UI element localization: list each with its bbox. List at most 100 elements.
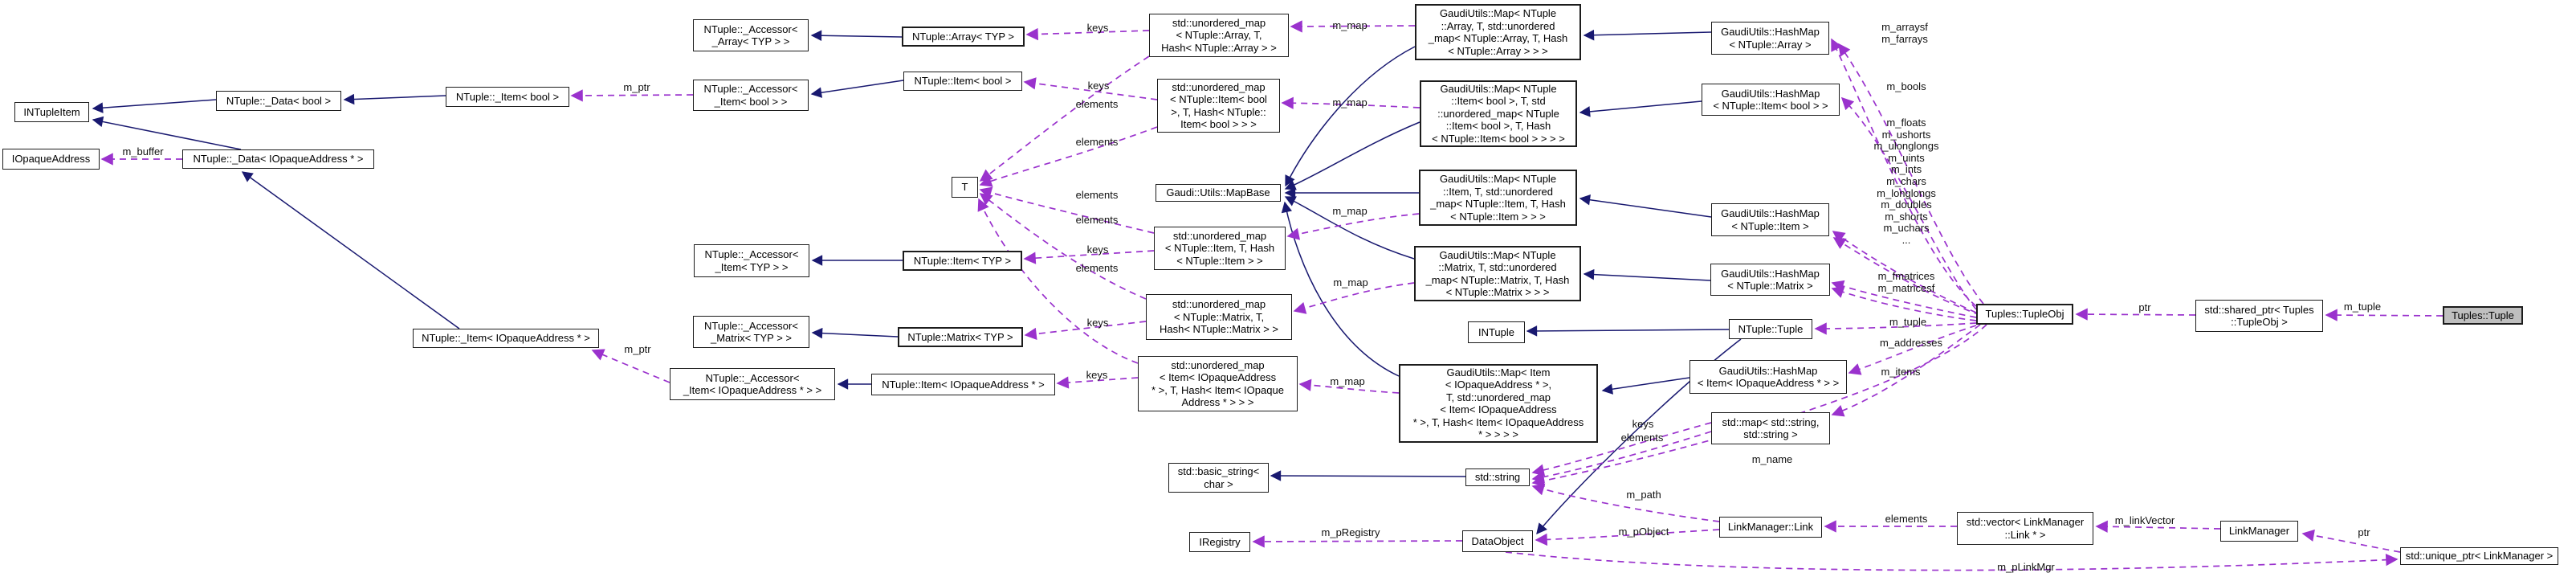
label-m-map-1: m_map [1332,19,1367,32]
edge-inherit-hashmap-array-to-map-array [1583,29,1712,41]
class-node-item-underscore-iopaque[interactable]: NTuple::_Item< IOpaqueAddress * > [413,329,599,348]
label-elements-vector-line: elements [1885,513,1928,525]
class-node-linkmanager-link[interactable]: LinkManager::Link [1719,517,1822,538]
label-m-map-3: m_map [1332,205,1367,218]
label-keys-item-iopaque-line: keys [1086,369,1108,381]
class-node-label: INTupleItem [23,105,80,118]
class-node-label: _Item< IOpaqueAddress * > > [683,384,822,396]
class-node-label: _Item< bool > > [714,95,788,108]
class-node-accessor-item-bool[interactable]: NTuple::_Accessor<_Item< bool > > [693,80,809,111]
class-node-accessor-matrix[interactable]: NTuple::_Accessor<_Matrix< TYP > > [693,316,809,348]
class-node-item-underscore-bool[interactable]: NTuple::_Item< bool > [446,87,569,107]
class-node-label: _Array< TYP > > [711,35,790,47]
label-m-scalar-members-line: m_doubles [1881,198,1932,211]
class-node-label: GaudiUtils::Map< NTuple [1439,173,1557,185]
class-node-label: std::shared_ptr< Tuples [2204,303,2314,316]
class-node-hashmap-matrix[interactable]: GaudiUtils::HashMap< NTuple::Matrix > [1710,264,1830,296]
class-node-tupleobj[interactable]: Tuples::TupleObj [1976,304,2073,325]
label-m-items-line: m_items [1881,366,1921,378]
edge-usage-elements-stdmap [1531,431,1712,484]
label-elements-1-line: elements [1075,98,1119,110]
class-node-ntuple-item-typ[interactable]: NTuple::Item< TYP > [903,251,1022,271]
class-node-um-item-bool: std::unordered_map< NTuple::Item< bool>,… [1157,79,1280,133]
class-node-ntuple-item-bool[interactable]: NTuple::Item< bool > [903,72,1022,91]
class-node-label: < NTuple::Item > > [1176,254,1263,267]
label-m-buffer: m_buffer [122,145,163,158]
edge-inherit-map-item-iopaque-to-mapbase [1281,201,1400,377]
class-node-label: < IOpaqueAddress * >, [1445,378,1552,391]
class-node-label: < Item< IOpaqueAddress * > > [1697,377,1840,389]
class-node-linkmanager[interactable]: LinkManager [2220,521,2298,542]
class-node-unique-ptr-linkmanager: std::unique_ptr< LinkManager > [2400,547,2558,565]
class-node-label: < NTuple::Array > > > [1448,44,1548,57]
label-m-tuple: m_tuple [1889,316,1926,329]
class-node-label: std::unordered_map [1172,229,1267,242]
class-node-accessor-item-iopaque[interactable]: NTuple::_Accessor<_Item< IOpaqueAddress … [670,368,835,400]
class-node-hashmap-item[interactable]: GaudiUtils::HashMap< NTuple::Item > [1711,203,1829,236]
class-node-label: std::unordered_map [1171,358,1265,371]
class-node-label: ::unordered_map< NTuple [1437,107,1559,120]
class-node-label: >, T, Hash< NTuple:: [1171,105,1266,118]
label-m-fmatrices-line: m_fmatrices [1877,270,1935,282]
edge-usage-keys-um-matrix [1024,321,1147,341]
class-node-data-iopaque[interactable]: NTuple::_Data< IOpaqueAddress * > [182,149,374,169]
class-node-ntuple-array-typ[interactable]: NTuple::Array< TYP > [902,27,1025,47]
class-node-label: _Matrix< TYP > > [710,332,793,344]
class-node-hashmap-item-bool[interactable]: GaudiUtils::HashMap< NTuple::Item< bool … [1702,84,1840,116]
class-node-um-array: std::unordered_map< NTuple::Array, T,Has… [1149,14,1289,57]
class-node-dataobject[interactable]: DataObject [1462,530,1533,552]
class-node-hashmap-item-iopaque[interactable]: GaudiUtils::HashMap< Item< IOpaqueAddres… [1689,360,1847,394]
class-node-iregistry[interactable]: IRegistry [1189,532,1250,552]
class-node-label: IRegistry [1199,535,1241,548]
edge-usage-m-scalars-b [1832,237,1981,316]
edge-inherit-data-bool-to-intupleitem [92,99,217,113]
class-node-mapbase[interactable]: Gaudi::Utils::MapBase [1156,184,1281,202]
class-node-label: NTuple::Matrix< TYP > [907,330,1013,343]
class-node-accessor-array[interactable]: NTuple::_Accessor<_Array< TYP > > [693,19,809,51]
class-node-map-item[interactable]: GaudiUtils::Map< NTuple::Item, T, std::u… [1419,170,1577,226]
class-node-label: NTuple::_Item< bool > [455,90,560,103]
class-node-label: T, std::unordered_map [1445,391,1551,403]
class-node-vector-link: std::vector< LinkManager::Link * > [1957,512,2093,545]
class-node-label: NTuple::_Accessor< [703,23,798,35]
class-node-label: std::basic_string< [1177,465,1260,477]
class-node-label: Item< bool > > > [1180,118,1257,130]
class-node-label: GaudiUtils::Map< NTuple [1440,82,1557,95]
edge-inherit-hashmap-item-iopaque-to-map-item-iopaque [1601,377,1690,395]
class-node-intupleitem[interactable]: INTupleItem [14,102,89,122]
class-node-iopaqueaddress[interactable]: IOpaqueAddress [2,149,100,170]
class-node-label: _map< NTuple::Array, T, Hash [1428,32,1568,44]
class-node-map-item-bool[interactable]: GaudiUtils::Map< NTuple::Item< bool >, T… [1420,80,1577,147]
class-node-label: < NTuple::Item< bool [1170,93,1267,105]
label-m-scalar-members-line: m_ints [1890,163,1922,176]
class-node-map-item-iopaque[interactable]: GaudiUtils::Map< Item< IOpaqueAddress * … [1399,364,1598,443]
class-node-ntuple-matrix-typ[interactable]: NTuple::Matrix< TYP > [898,327,1023,347]
class-node-shared-ptr-tupleobj: std::shared_ptr< Tuples::TupleObj > [2195,300,2323,332]
class-node-label: std::string [1474,471,1521,484]
class-node-hashmap-array[interactable]: GaudiUtils::HashMap< NTuple::Array > [1711,22,1829,55]
class-node-label: NTuple::Item< IOpaqueAddress * > [882,378,1045,391]
class-node-label: < NTuple::Item > [1731,219,1809,232]
label-m-pobject-line: m_pObject [1618,526,1669,538]
class-node-map-matrix[interactable]: GaudiUtils::Map< NTuple::Matrix, T, std:… [1414,246,1581,301]
class-node-intuple[interactable]: INTuple [1468,321,1525,343]
class-node-label: LinkManager::Link [1727,521,1814,534]
class-node-ntuple-tuple[interactable]: NTuple::Tuple [1729,319,1812,339]
edge-inherit-ntuple-tuple-to-intuple [1526,325,1730,337]
label-m-plinkmgr: m_pLinkMgr [1997,561,2055,574]
class-node-label: NTuple::_Data< IOpaqueAddress * > [193,153,364,166]
class-node-ntuple-item-iopaque[interactable]: NTuple::Item< IOpaqueAddress * > [871,374,1055,395]
edge-usage-m-map-matrix [1293,282,1415,314]
class-node-label: GaudiUtils::Map< Item [1446,366,1551,378]
class-node-accessor-item-typ[interactable]: NTuple::_Accessor<_Item< TYP > > [694,244,809,277]
class-node-map-array[interactable]: GaudiUtils::Map< NTuple::Array, T, std::… [1415,4,1581,60]
class-node-data-bool[interactable]: NTuple::_Data< bool > [216,91,341,111]
edge-usage-m-fmatrices [1831,280,1977,318]
class-node-label: std::unordered_map [1172,16,1266,29]
class-node-label: DataObject [1471,534,1524,547]
label-elements-5: elements [1076,262,1119,275]
class-node-label: < NTuple::Item< bool > > [1713,100,1828,112]
label-m-ptr-bottom: m_ptr [624,343,650,356]
edge-inherit-hashmap-matrix-to-map-matrix [1583,268,1711,281]
